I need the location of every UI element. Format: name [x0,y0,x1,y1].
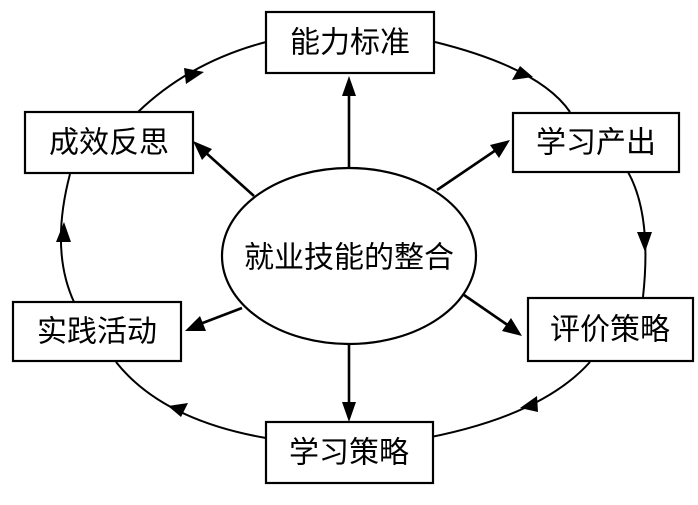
node-label: 学习策略 [289,436,409,471]
cycle-arrow-to-evaluation [637,232,652,252]
node-box [264,10,436,75]
spoke-arrow-evaluation [502,318,522,336]
spoke-arrow-reflection [193,141,212,160]
node-box [511,111,681,174]
node-label: 学习产出 [536,126,656,161]
node-label: 能力标准 [290,26,410,61]
node-box [526,296,695,363]
node-practice-activity: 实践活动 [11,300,183,363]
cycle-arc-ability-to-output [434,41,571,113]
node-learning-output: 学习产出 [511,111,681,174]
cycle-arrow-to-ability [184,68,204,84]
cycle-arrow-to-practice [168,403,188,417]
center-spokes [185,76,522,422]
node-box [264,420,435,485]
cycle-arc-reflection-to-ability [137,41,267,113]
cycle-arc-output-to-evaluation [627,171,647,298]
cycle-arc-evaluation-to-learning [414,361,591,441]
center-ellipse [220,166,478,346]
node-label: 实践活动 [37,315,157,350]
center-label: 就业技能的整合 [244,241,454,276]
spoke-to-practice [199,306,243,326]
node-effect-reflection: 成效反思 [23,110,195,175]
cycle-arc-practice-to-reflection [59,173,75,303]
node-learning-strategy: 学习策略 [264,420,435,485]
spoke-arrow-output [490,140,510,158]
spoke-to-evaluation [463,293,510,328]
cycle-arrow-to-reflection [56,222,71,242]
node-label: 成效反思 [49,126,169,161]
spoke-arrow-practice [185,316,206,331]
node-box [23,110,195,175]
node-evaluation-strategy: 评价策略 [526,296,695,363]
node-box [11,300,183,363]
cycle-connectors [56,41,652,441]
spoke-arrow-learning [342,402,356,422]
cycle-arrow-to-output [512,66,533,80]
spoke-to-reflection [204,151,255,197]
cycle-arc-learning-to-practice [115,361,267,439]
node-ability-standard: 能力标准 [264,10,436,75]
cycle-arrow-to-learning [520,396,538,412]
center-node: 就业技能的整合 [220,166,478,346]
spoke-arrow-ability [342,76,356,96]
spoke-to-output [436,148,497,192]
node-label: 评价策略 [550,313,670,348]
